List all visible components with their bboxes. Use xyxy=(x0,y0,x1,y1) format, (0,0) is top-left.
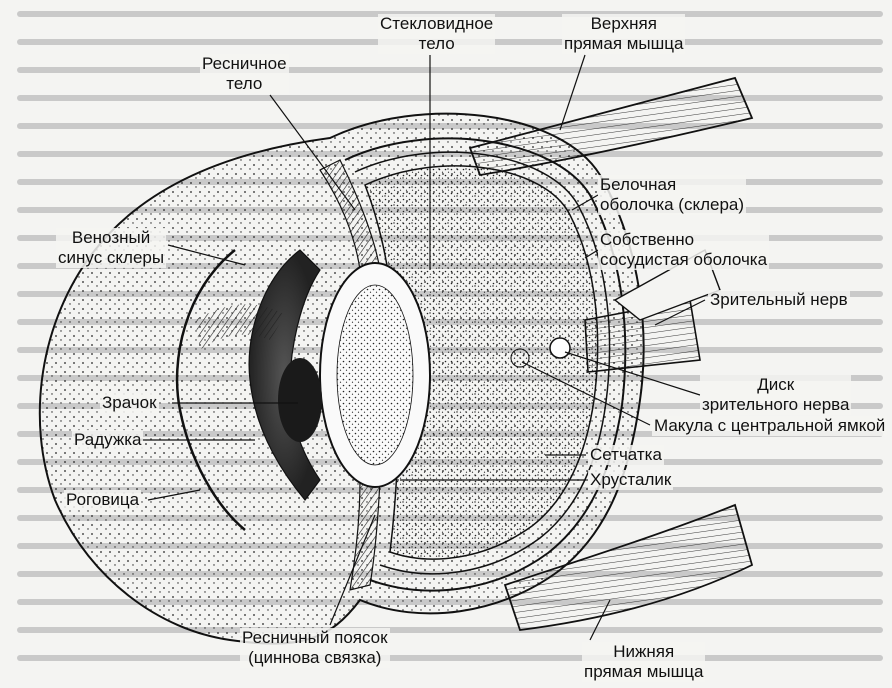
label-inferior-rectus: Нижняя прямая мышца xyxy=(582,642,705,682)
label-vitreous-line2: тело xyxy=(380,34,493,54)
label-zonule-line1: Ресничный поясок xyxy=(242,628,388,648)
lens-inner xyxy=(337,285,413,465)
label-pupil: Зрачок xyxy=(100,393,159,413)
label-macula: Макула с центральной ямкой xyxy=(652,416,887,436)
label-venous-sinus-line2: синус склеры xyxy=(58,248,164,268)
label-vitreous: Стекловидное тело xyxy=(378,14,495,54)
label-superior-rectus: Верхняя прямая мышца xyxy=(562,14,685,54)
label-inferior-rectus-line1: Нижняя xyxy=(584,642,703,662)
label-superior-rectus-line1: Верхняя xyxy=(564,14,683,34)
optic-disc-shape xyxy=(550,338,570,358)
label-retina: Сетчатка xyxy=(588,445,664,465)
label-ciliary-body-line2: тело xyxy=(202,74,287,94)
label-sclera-line1: Белочная xyxy=(600,175,744,195)
label-lens: Хрусталик xyxy=(588,470,673,490)
eyeball xyxy=(40,78,752,644)
label-optic-disc-line2: зрительного нерва xyxy=(702,395,849,415)
label-ciliary-body-line1: Ресничное xyxy=(202,54,287,74)
label-venous-sinus-line1: Венозный xyxy=(58,228,164,248)
label-optic-disc-line1: Диск xyxy=(702,375,849,395)
label-choroid-line2: сосудистая оболочка xyxy=(600,250,767,270)
label-iris: Радужка xyxy=(72,430,143,450)
label-venous-sinus: Венозный синус склеры xyxy=(56,228,166,268)
pupil-shape xyxy=(278,358,322,442)
label-choroid-line1: Собственно xyxy=(600,230,767,250)
label-optic-disc: Диск зрительного нерва xyxy=(700,375,851,415)
label-cornea: Роговица xyxy=(64,490,141,510)
label-optic-nerve: Зрительный нерв xyxy=(708,290,850,310)
label-sclera-line2: оболочка (склера) xyxy=(600,195,744,215)
label-vitreous-line1: Стекловидное xyxy=(380,14,493,34)
label-sclera: Белочная оболочка (склера) xyxy=(598,175,746,215)
label-superior-rectus-line2: прямая мышца xyxy=(564,34,683,54)
label-ciliary-body: Ресничное тело xyxy=(200,54,289,94)
label-zonule-line2: (циннова связка) xyxy=(242,648,388,668)
label-inferior-rectus-line2: прямая мышца xyxy=(584,662,703,682)
label-choroid: Собственно сосудистая оболочка xyxy=(598,230,769,270)
label-zonule: Ресничный поясок (циннова связка) xyxy=(240,628,390,668)
